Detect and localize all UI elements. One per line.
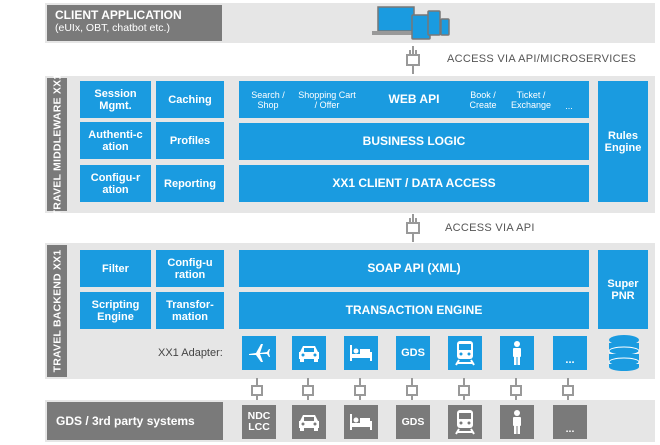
rules-engine-box: Rules Engine xyxy=(598,81,648,202)
adapter-label: XX1 Adapter: xyxy=(158,347,223,359)
web-api-item-more: ... xyxy=(565,101,573,111)
reporting-cell: Reporting xyxy=(156,165,224,202)
configuration-cell: Configu-ration xyxy=(80,165,151,202)
api-connector-icon xyxy=(406,214,420,242)
bed-icon xyxy=(344,336,378,370)
web-api-title: WEB API xyxy=(388,92,440,106)
train-icon xyxy=(448,336,482,370)
web-api-item-search-shop: Search / Shop xyxy=(251,90,285,110)
train-icon xyxy=(448,405,482,439)
api-connector-icon xyxy=(406,46,420,74)
more-tile: ... xyxy=(553,405,587,439)
adapter-connectors xyxy=(251,378,574,404)
gds-label: GDS / 3rd party systems xyxy=(56,414,195,428)
more-adapter-tile: ... xyxy=(553,336,587,370)
transaction-engine-box: TRANSACTION ENGINE xyxy=(239,292,589,329)
car-icon xyxy=(292,405,326,439)
access-api-label: ACCESS VIA API xyxy=(445,222,535,234)
scripting-engine-cell: Scripting Engine xyxy=(80,292,151,329)
person-icon xyxy=(500,405,534,439)
bed-icon xyxy=(344,405,378,439)
transformation-cell: Transfor-mation xyxy=(156,292,224,329)
gds-tile: GDS xyxy=(396,405,430,439)
web-api-item-book-create: Book / Create xyxy=(469,90,497,110)
plane-icon xyxy=(242,336,276,370)
person-icon xyxy=(500,336,534,370)
web-api-item-ticket-exchange: Ticket / Exchange xyxy=(510,90,552,110)
backend-label: TRAVEL BACKEND XX1 xyxy=(47,245,67,377)
access-api-microservices-label: ACCESS VIA API/MICROSERVICES xyxy=(447,53,637,65)
database-icon xyxy=(608,335,640,371)
caching-cell: Caching xyxy=(156,81,224,118)
authentication-cell: Authenti-cation xyxy=(80,122,151,159)
client-data-access-box: XX1 CLIENT / DATA ACCESS xyxy=(239,165,589,202)
web-api-box: Search / Shop Shopping Cart / Offer WEB … xyxy=(239,81,589,118)
soap-api-box: SOAP API (XML) xyxy=(239,250,589,287)
backend-configuration-cell: Config-uration xyxy=(156,250,224,287)
business-logic-box: BUSINESS LOGIC xyxy=(239,123,589,160)
gds-adapter-tile: GDS xyxy=(396,336,430,370)
filter-cell: Filter xyxy=(80,250,151,287)
session-mgmt-cell: Session Mgmt. xyxy=(80,81,151,118)
car-icon xyxy=(292,336,326,370)
profiles-cell: Profiles xyxy=(156,122,224,159)
client-subtitle: (eUIx, OBT, chatbot etc.) xyxy=(55,22,170,34)
gds-label-box: GDS / 3rd party systems xyxy=(47,402,223,440)
devices-icon xyxy=(372,6,450,40)
client-application-box: CLIENT APPLICATION (eUIx, OBT, chatbot e… xyxy=(47,5,222,41)
ndc-lcc-tile: NDC LCC xyxy=(242,405,276,439)
web-api-item-shopping-cart: Shopping Cart / Offer xyxy=(298,90,356,110)
client-title: CLIENT APPLICATION xyxy=(55,8,182,22)
super-pnr-box: Super PNR xyxy=(598,250,648,329)
middleware-label: TRAVEL MIDDLEWARE XX1 xyxy=(47,73,67,216)
